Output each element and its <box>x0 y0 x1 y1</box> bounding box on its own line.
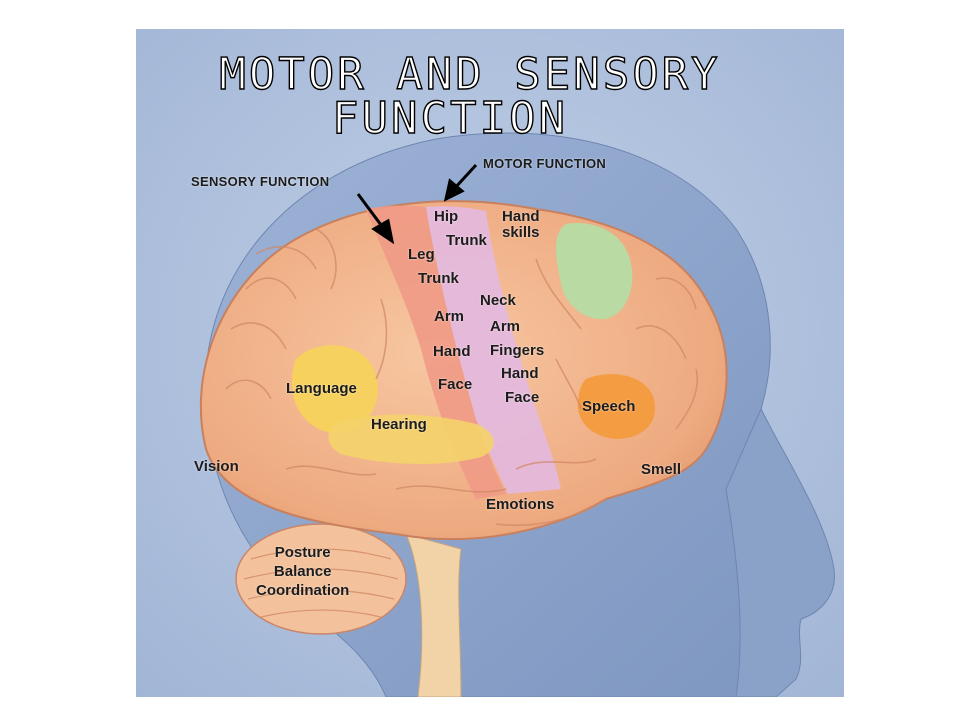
emotions-label: Emotions <box>486 496 555 513</box>
vision-label: Vision <box>194 458 239 475</box>
cerebellum <box>235 523 407 635</box>
sensory-label-face: Face <box>438 376 473 393</box>
cerebellum-label: Posture Balance Coordination <box>256 544 350 599</box>
speech-area <box>577 374 656 439</box>
sensory-label-leg: Leg <box>408 246 435 263</box>
language-area <box>291 345 379 434</box>
brain-stem <box>405 533 462 697</box>
sensory-function-callout: SENSORY FUNCTION <box>191 174 330 189</box>
page-title-line-2: FUNCTION <box>331 93 568 144</box>
hearing-area <box>328 414 494 465</box>
face-profile <box>725 407 835 697</box>
motor-label-hand: Hand <box>501 365 539 382</box>
language-label: Language <box>286 380 357 397</box>
motor-strip <box>426 206 561 494</box>
speech-label: Speech <box>582 398 636 415</box>
hand-skills-area <box>556 223 633 320</box>
motor-label-neck: Neck <box>480 292 516 309</box>
motor-label-hip: Hip <box>434 208 459 225</box>
motor-label-trunk: Trunk <box>446 232 487 249</box>
page-title-line-1: MOTOR AND SENSORY <box>219 49 721 100</box>
sensory-label-hand: Hand <box>433 343 471 360</box>
motor-label-arm: Arm <box>490 318 521 335</box>
callout-arrows <box>356 163 478 245</box>
diagram-panel: MOTOR AND SENSORY FUNCTION SENSORY FUNCT… <box>136 29 844 697</box>
brain-illustration <box>136 29 844 697</box>
hearing-label: Hearing <box>371 416 427 433</box>
sensory-label-arm: Arm <box>434 308 465 325</box>
sensory-label-trunk: Trunk <box>418 270 459 287</box>
motor-label-fingers: Fingers <box>490 342 545 359</box>
motor-function-callout: MOTOR FUNCTION <box>483 156 607 171</box>
hand-skills-label: Hand skills <box>502 208 540 241</box>
smell-label: Smell <box>641 461 682 478</box>
motor-label-face: Face <box>505 389 540 406</box>
